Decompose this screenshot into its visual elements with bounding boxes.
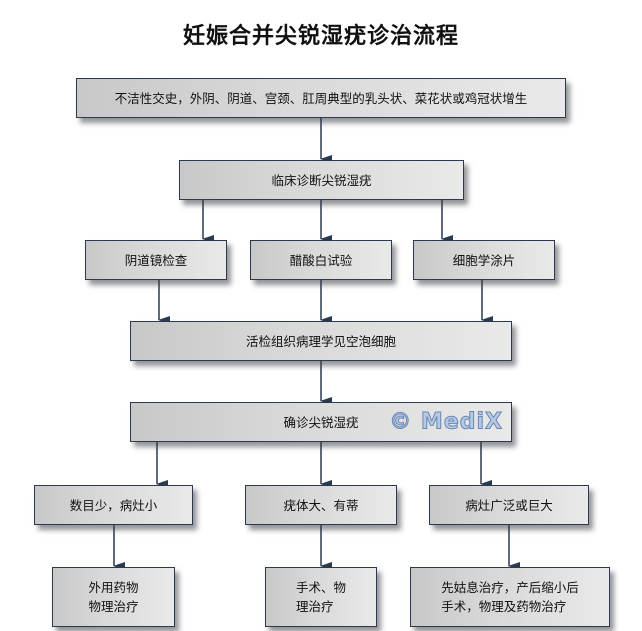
node-colposcopy: 阴道镜检查: [85, 240, 227, 280]
node-confirmed-diagnosis: 确诊尖锐湿疣 © MediX: [130, 402, 512, 442]
node-treatment-extensive-label: 先姑息治疗，产后缩小后 手术，物理及药物治疗: [441, 580, 579, 614]
node-extensive-lesions: 病灶广泛或巨大: [429, 485, 589, 525]
node-large-pedunculated-label: 疣体大、有蒂: [283, 497, 359, 513]
node-history-label: 不洁性交史，外阴、阴道、宫颈、肛周典型的乳头状、菜花状或鸡冠状增生: [114, 90, 528, 106]
node-few-small-lesions: 数目少，病灶小: [34, 485, 193, 525]
diagram-title: 妊娠合并尖锐湿疣诊治流程: [182, 23, 459, 49]
node-treatment-small: 外用药物 物理治疗: [52, 567, 175, 627]
node-treatment-extensive: 先姑息治疗，产后缩小后 手术，物理及药物治疗: [410, 567, 610, 627]
node-treatment-large: 手术、物 理治疗: [265, 567, 377, 627]
node-treatment-large-label: 手术、物 理治疗: [295, 580, 346, 614]
node-confirmed-diagnosis-label: 确诊尖锐湿疣: [283, 414, 359, 430]
node-cytology-smear: 细胞学涂片: [413, 240, 555, 280]
node-history: 不洁性交史，外阴、阴道、宫颈、肛周典型的乳头状、菜花状或鸡冠状增生: [76, 78, 566, 118]
node-biopsy-label: 活检组织病理学见空泡细胞: [245, 333, 396, 349]
node-clinical-diagnosis-label: 临床诊断尖锐湿疣: [271, 172, 372, 188]
watermark-logo: © MediX: [389, 409, 503, 435]
node-large-pedunculated: 疣体大、有蒂: [245, 485, 397, 525]
node-clinical-diagnosis: 临床诊断尖锐湿疣: [179, 160, 464, 200]
node-few-small-lesions-label: 数目少，病灶小: [69, 497, 158, 513]
node-acetic-acid-test-label: 醋酸白试验: [289, 252, 353, 268]
node-acetic-acid-test: 醋酸白试验: [250, 240, 392, 280]
node-colposcopy-label: 阴道镜检查: [124, 252, 188, 268]
node-cytology-smear-label: 细胞学涂片: [452, 252, 516, 268]
node-extensive-lesions-label: 病灶广泛或巨大: [465, 497, 553, 513]
node-treatment-small-label: 外用药物 物理治疗: [88, 580, 139, 614]
node-biopsy: 活检组织病理学见空泡细胞: [130, 321, 512, 361]
